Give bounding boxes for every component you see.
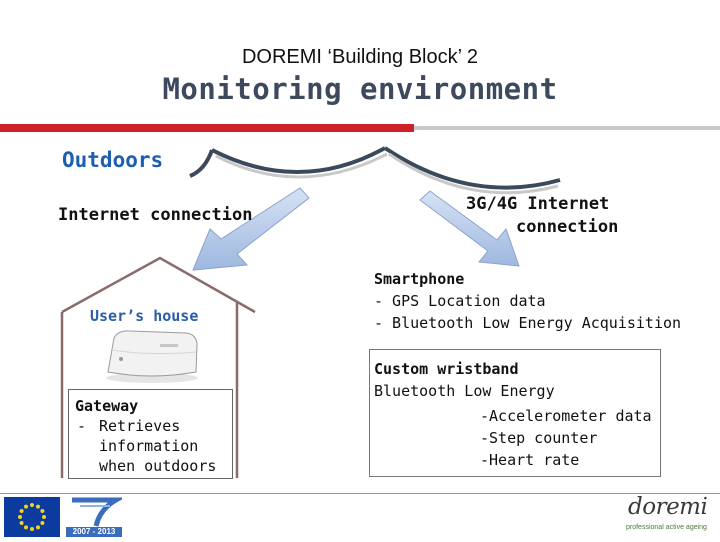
smartphone-block: Smartphone - GPS Location data - Bluetoo… <box>374 268 681 334</box>
house-outline <box>60 256 256 478</box>
doremi-logo: doremi professional active ageing <box>620 494 716 538</box>
wristband-box: Custom wristband Bluetooth Low Energy -A… <box>369 349 661 477</box>
wristband-item-steps: -Step counter <box>480 429 598 447</box>
footer-divider <box>0 493 720 494</box>
gateway-line3: when outdoors <box>99 457 217 475</box>
smartphone-item-ble: - Bluetooth Low Energy Acquisition <box>374 314 682 332</box>
slide-title: Monitoring environment <box>162 72 558 106</box>
router-image <box>106 330 198 383</box>
wristband-title: Custom wristband <box>374 360 519 378</box>
gateway-title: Gateway <box>75 397 139 415</box>
outdoors-label: Outdoors <box>62 148 164 172</box>
wristband-subtitle: Bluetooth Low Energy <box>374 382 555 400</box>
doremi-logo-text: doremi <box>628 494 708 520</box>
gateway-box: Gateway - Retrieves information when out… <box>68 389 233 479</box>
house-label: User’s house <box>90 307 199 325</box>
slide-subtitle: DOREMI ‘Building Block’ 2 <box>241 46 478 68</box>
mobile-connection-line1: 3G/4G Internet <box>466 194 610 214</box>
gateway-dash: - <box>77 417 87 435</box>
mobile-connection-label: 3G/4G Internet connection <box>466 193 686 239</box>
eu-stars-icon <box>18 503 46 531</box>
fp7-logo: 2007 - 2013 <box>66 497 126 539</box>
network-arcs <box>189 146 561 190</box>
gateway-line2: information <box>99 437 199 455</box>
wristband-item-accelerometer: -Accelerometer data <box>480 407 652 425</box>
wristband-item-heart-rate: -Heart rate <box>480 451 580 469</box>
smartphone-title: Smartphone <box>374 270 465 288</box>
eu-flag-logo <box>4 497 60 537</box>
fp7-seven-icon <box>72 497 126 527</box>
fp7-years: 2007 - 2013 <box>66 527 122 537</box>
internet-connection-label: Internet connection <box>58 205 253 225</box>
gateway-line1: Retrieves <box>99 417 181 435</box>
mobile-connection-line2: connection <box>516 217 619 237</box>
network-arcs-shadow <box>215 152 559 195</box>
arrow-mobile-down <box>419 190 520 267</box>
arrow-internet-down <box>192 187 310 271</box>
smartphone-item-gps: - GPS Location data <box>374 292 546 310</box>
title-underline-grey <box>414 126 720 130</box>
doremi-tagline: professional active ageing <box>626 524 707 531</box>
title-underline-red <box>0 124 414 132</box>
